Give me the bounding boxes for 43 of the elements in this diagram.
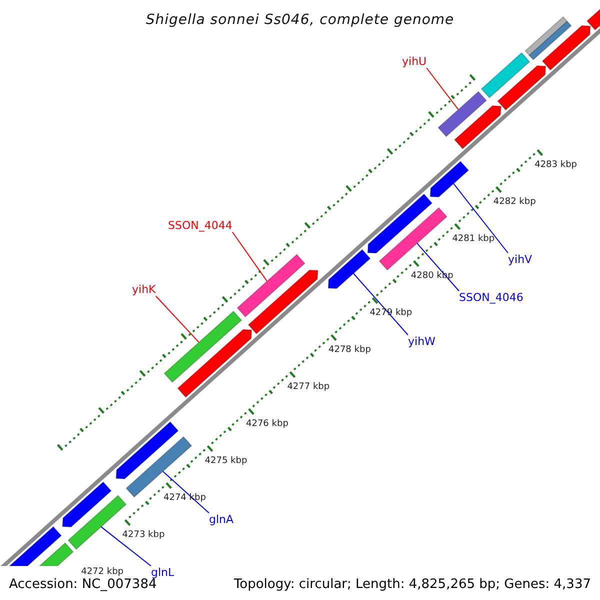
gene-feature bbox=[454, 105, 502, 150]
gene-feature bbox=[236, 254, 306, 318]
gene-feature bbox=[542, 25, 591, 71]
scale-label: 4278 kbp bbox=[328, 344, 371, 356]
gene-feature bbox=[62, 481, 112, 528]
leader-line bbox=[162, 470, 210, 514]
leader-line bbox=[426, 68, 459, 110]
scale-label: 4281 kbp bbox=[452, 234, 495, 245]
gene-label: glnL bbox=[151, 566, 174, 579]
leader-line bbox=[416, 242, 460, 292]
gene-label: yihV bbox=[508, 253, 532, 266]
scale-label: 4277 kbp bbox=[287, 382, 330, 393]
accession-text: Accession: NC_007384 bbox=[9, 577, 157, 593]
gene-feature bbox=[177, 329, 252, 398]
gene-label: yihU bbox=[402, 55, 427, 68]
title: Shigella sonnei Ss046, complete genome bbox=[146, 12, 454, 28]
gene-label: SSON_4044 bbox=[168, 219, 232, 232]
gene-label: SSON_4046 bbox=[459, 291, 524, 304]
gene-feature bbox=[164, 310, 242, 383]
leader-line bbox=[353, 273, 408, 336]
gene-feature bbox=[378, 207, 448, 271]
scale-label: 4273 kbp bbox=[122, 530, 165, 541]
scale-label: 4272 kbp bbox=[81, 566, 124, 578]
gene-feature bbox=[367, 194, 433, 254]
gene-feature bbox=[430, 160, 470, 198]
gene-feature bbox=[480, 52, 530, 98]
gene-label: yihW bbox=[408, 335, 436, 348]
gene-feature bbox=[497, 65, 546, 111]
gene-feature bbox=[328, 249, 371, 289]
leader-line bbox=[232, 232, 268, 282]
scale-label: 4283 kbp bbox=[534, 160, 577, 171]
scale-label: 4275 kbp bbox=[204, 456, 248, 467]
leader-line bbox=[100, 526, 152, 566]
genome-info-text: Topology: circular; Length: 4,825,265 bp; Genes: 4,337 bbox=[234, 577, 591, 593]
gene-label: glnA bbox=[209, 513, 234, 526]
gene-feature bbox=[116, 421, 179, 480]
gene-feature bbox=[248, 270, 318, 334]
scale-label: 4282 kbp bbox=[493, 196, 536, 208]
leader-line bbox=[155, 296, 200, 343]
scale-label: 4276 kbp bbox=[246, 418, 288, 430]
leader-line bbox=[453, 183, 508, 254]
gene-label: yihK bbox=[132, 283, 156, 296]
gene-feature bbox=[438, 91, 487, 138]
